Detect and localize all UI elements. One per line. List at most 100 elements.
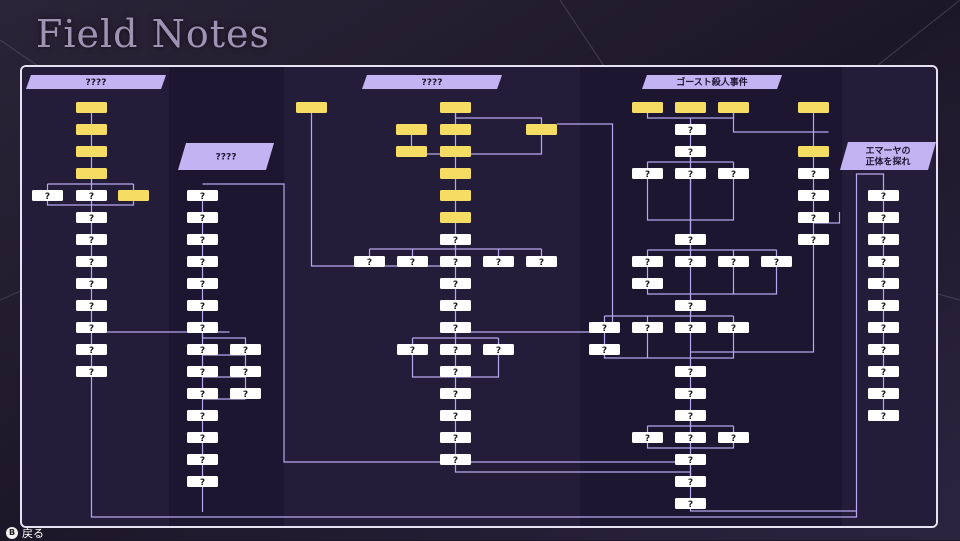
- unknown-note-node[interactable]: ?: [76, 256, 107, 268]
- unknown-note-node[interactable]: ?: [397, 344, 428, 356]
- unknown-note-node[interactable]: ?: [230, 344, 261, 356]
- unknown-note-node[interactable]: ?: [718, 168, 749, 180]
- unknown-note-node[interactable]: ?: [187, 432, 218, 444]
- unknown-note-node[interactable]: ?: [632, 432, 663, 444]
- known-note-node[interactable]: [440, 102, 471, 113]
- unknown-note-node[interactable]: ?: [76, 366, 107, 378]
- known-note-node[interactable]: [76, 146, 107, 157]
- known-note-node[interactable]: [440, 146, 471, 157]
- unknown-note-node[interactable]: ?: [868, 212, 899, 224]
- unknown-note-node[interactable]: ?: [187, 234, 218, 246]
- unknown-note-node[interactable]: ?: [230, 388, 261, 400]
- unknown-note-node[interactable]: ?: [354, 256, 385, 268]
- unknown-note-node[interactable]: ?: [76, 344, 107, 356]
- unknown-note-node[interactable]: ?: [440, 234, 471, 246]
- unknown-note-node[interactable]: ?: [76, 234, 107, 246]
- unknown-note-node[interactable]: ?: [440, 388, 471, 400]
- unknown-note-node[interactable]: ?: [440, 322, 471, 334]
- unknown-note-node[interactable]: ?: [187, 476, 218, 488]
- unknown-note-node[interactable]: ?: [798, 234, 829, 246]
- known-note-node[interactable]: [396, 124, 427, 135]
- known-note-node[interactable]: [675, 102, 706, 113]
- unknown-note-node[interactable]: ?: [187, 190, 218, 202]
- unknown-note-node[interactable]: ?: [76, 190, 107, 202]
- unknown-note-node[interactable]: ?: [675, 498, 706, 510]
- unknown-note-node[interactable]: ?: [798, 190, 829, 202]
- unknown-note-node[interactable]: ?: [868, 366, 899, 378]
- known-note-node[interactable]: [118, 190, 149, 201]
- known-note-node[interactable]: [296, 102, 327, 113]
- unknown-note-node[interactable]: ?: [187, 454, 218, 466]
- unknown-note-node[interactable]: ?: [589, 322, 620, 334]
- unknown-note-node[interactable]: ?: [187, 410, 218, 422]
- unknown-note-node[interactable]: ?: [397, 256, 428, 268]
- unknown-note-node[interactable]: ?: [187, 322, 218, 334]
- unknown-note-node[interactable]: ?: [632, 168, 663, 180]
- known-note-node[interactable]: [440, 190, 471, 201]
- unknown-note-node[interactable]: ?: [440, 256, 471, 268]
- unknown-note-node[interactable]: ?: [440, 454, 471, 466]
- unknown-note-node[interactable]: ?: [440, 410, 471, 422]
- known-note-node[interactable]: [440, 212, 471, 223]
- known-note-node[interactable]: [526, 124, 557, 135]
- unknown-note-node[interactable]: ?: [187, 278, 218, 290]
- unknown-note-node[interactable]: ?: [675, 432, 706, 444]
- known-note-node[interactable]: [76, 102, 107, 113]
- unknown-note-node[interactable]: ?: [675, 454, 706, 466]
- unknown-note-node[interactable]: ?: [868, 410, 899, 422]
- unknown-note-node[interactable]: ?: [632, 256, 663, 268]
- unknown-note-node[interactable]: ?: [868, 278, 899, 290]
- known-note-node[interactable]: [396, 146, 427, 157]
- unknown-note-node[interactable]: ?: [798, 212, 829, 224]
- unknown-note-node[interactable]: ?: [675, 322, 706, 334]
- unknown-note-node[interactable]: ?: [187, 366, 218, 378]
- unknown-note-node[interactable]: ?: [230, 366, 261, 378]
- unknown-note-node[interactable]: ?: [675, 410, 706, 422]
- unknown-note-node[interactable]: ?: [868, 322, 899, 334]
- unknown-note-node[interactable]: ?: [187, 300, 218, 312]
- unknown-note-node[interactable]: ?: [675, 234, 706, 246]
- unknown-note-node[interactable]: ?: [632, 322, 663, 334]
- unknown-note-node[interactable]: ?: [718, 322, 749, 334]
- unknown-note-node[interactable]: ?: [675, 300, 706, 312]
- unknown-note-node[interactable]: ?: [675, 146, 706, 158]
- unknown-note-node[interactable]: ?: [526, 256, 557, 268]
- unknown-note-node[interactable]: ?: [675, 476, 706, 488]
- unknown-note-node[interactable]: ?: [440, 278, 471, 290]
- unknown-note-node[interactable]: ?: [483, 344, 514, 356]
- unknown-note-node[interactable]: ?: [632, 278, 663, 290]
- known-note-node[interactable]: [632, 102, 663, 113]
- known-note-node[interactable]: [76, 168, 107, 179]
- unknown-note-node[interactable]: ?: [76, 212, 107, 224]
- unknown-note-node[interactable]: ?: [76, 300, 107, 312]
- known-note-node[interactable]: [798, 102, 829, 113]
- back-hint[interactable]: B 戻る: [6, 526, 44, 540]
- known-note-node[interactable]: [798, 146, 829, 157]
- unknown-note-node[interactable]: ?: [440, 300, 471, 312]
- unknown-note-node[interactable]: ?: [868, 344, 899, 356]
- unknown-note-node[interactable]: ?: [440, 344, 471, 356]
- unknown-note-node[interactable]: ?: [187, 388, 218, 400]
- unknown-note-node[interactable]: ?: [868, 190, 899, 202]
- unknown-note-node[interactable]: ?: [761, 256, 792, 268]
- unknown-note-node[interactable]: ?: [868, 256, 899, 268]
- unknown-note-node[interactable]: ?: [440, 432, 471, 444]
- unknown-note-node[interactable]: ?: [675, 366, 706, 378]
- unknown-note-node[interactable]: ?: [187, 344, 218, 356]
- known-note-node[interactable]: [440, 124, 471, 135]
- known-note-node[interactable]: [718, 102, 749, 113]
- unknown-note-node[interactable]: ?: [868, 300, 899, 312]
- unknown-note-node[interactable]: ?: [76, 322, 107, 334]
- unknown-note-node[interactable]: ?: [32, 190, 63, 202]
- known-note-node[interactable]: [76, 124, 107, 135]
- unknown-note-node[interactable]: ?: [589, 344, 620, 356]
- unknown-note-node[interactable]: ?: [675, 388, 706, 400]
- unknown-note-node[interactable]: ?: [187, 256, 218, 268]
- unknown-note-node[interactable]: ?: [798, 168, 829, 180]
- unknown-note-node[interactable]: ?: [718, 256, 749, 268]
- unknown-note-node[interactable]: ?: [868, 234, 899, 246]
- unknown-note-node[interactable]: ?: [675, 256, 706, 268]
- unknown-note-node[interactable]: ?: [675, 168, 706, 180]
- unknown-note-node[interactable]: ?: [718, 432, 749, 444]
- unknown-note-node[interactable]: ?: [675, 124, 706, 136]
